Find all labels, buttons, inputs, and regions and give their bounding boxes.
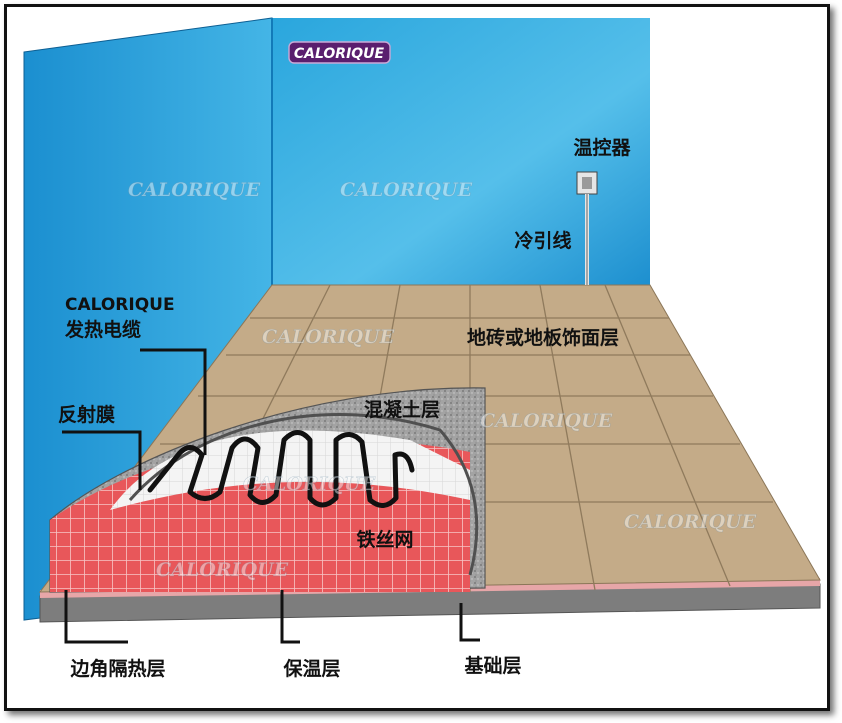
label-wire-mesh: 铁丝网 [356,528,413,551]
watermark: CALORIQUE [128,179,261,201]
watermark: CALORIQUE [480,410,613,432]
label-heating-cable-brand: CALORIQUE [65,295,175,315]
watermark: CALORIQUE [156,559,289,581]
label-heating-cable: 发热电缆 [64,318,141,341]
thermostat-display [582,177,592,189]
label-insulation: 保温层 [282,657,340,680]
watermark: CALORIQUE [340,179,473,201]
brand-logo-text: CALORIQUE [294,46,385,62]
label-tile-layer: 地砖或地板饰面层 [467,326,619,349]
watermark: CALORIQUE [243,473,376,495]
label-edge-insulation: 边角隔热层 [69,657,165,680]
leader-lines [62,348,480,644]
label-reflective-film: 反射膜 [58,403,115,426]
heating-cable [147,430,415,508]
label-concrete: 混凝土层 [364,398,440,421]
back-wall [272,18,650,285]
watermark: CALORIQUE [624,511,757,533]
label-cold-lead: 冷引线 [514,229,571,252]
label-base: 基础层 [463,654,521,677]
watermark: CALORIQUE [262,326,395,348]
label-thermostat: 温控器 [573,136,631,159]
brand-logo [288,41,391,64]
